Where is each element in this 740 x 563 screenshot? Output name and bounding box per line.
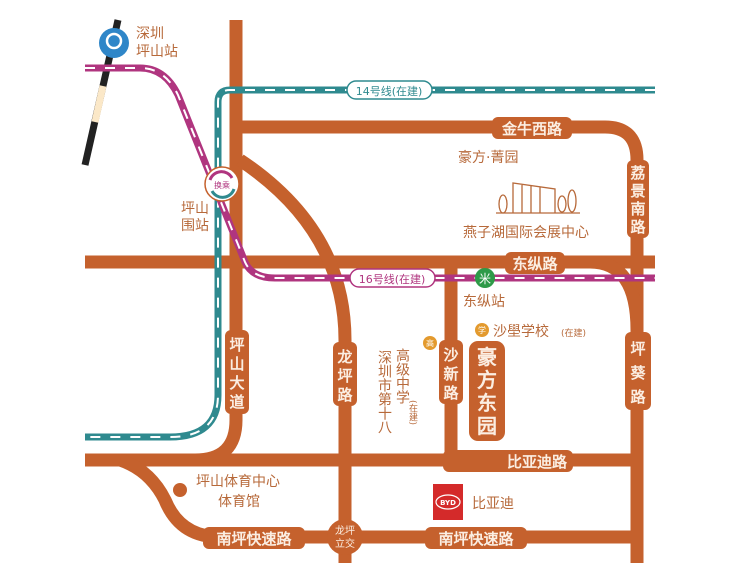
poi-high-school: 高级中学 (394, 347, 410, 404)
poi-shalei-school: 沙壆学校 (493, 323, 549, 340)
high-badge: 高 (426, 338, 434, 348)
roads (85, 20, 655, 563)
svg-text:景: 景 (630, 182, 645, 200)
school-icon (475, 323, 489, 337)
poi-sports-center: 坪山体育中心 (196, 474, 280, 490)
svg-text:荔: 荔 (630, 164, 645, 182)
svg-text:比亚迪路: 比亚迪路 (507, 453, 568, 471)
interchange-longping: 龙坪 立交 (327, 519, 363, 555)
poi-yanzihu-exhibition: 燕子湖国际会展中心 (463, 225, 589, 241)
svg-text:山: 山 (229, 355, 244, 373)
line-16-dash (85, 67, 655, 279)
line-14-label: 14号线(在建) (346, 80, 433, 100)
svg-text:园: 园 (477, 414, 497, 438)
svg-text:金牛西路: 金牛西路 (501, 120, 563, 138)
school-badge: 学 (478, 325, 486, 335)
rail-station-icon (99, 28, 129, 58)
svg-text:豪: 豪 (477, 345, 497, 369)
poi-gymnasium: 体育馆 (218, 494, 260, 510)
svg-text:16号线(在建): 16号线(在建) (359, 272, 426, 286)
transfer-arrow (208, 170, 234, 181)
station-label: 围站 (181, 218, 209, 234)
road-label-byd: 比亚迪路 (443, 450, 573, 472)
svg-text:龙: 龙 (336, 348, 352, 366)
poi-note: (在建) (561, 327, 586, 339)
station-label: 坪山 (181, 201, 209, 217)
svg-text:新: 新 (443, 365, 458, 383)
svg-text:东: 东 (477, 391, 497, 415)
rail-segment (91, 85, 107, 123)
svg-text:坪: 坪 (337, 367, 352, 385)
svg-text:路: 路 (443, 384, 459, 402)
road-label-pingkui: 坪 葵 路 (625, 332, 651, 410)
road-label-nanping-2: 南坪快速路 (425, 527, 527, 549)
svg-text:路: 路 (630, 388, 646, 406)
line-16-label: 16号线(在建) (349, 268, 436, 288)
high-school-icon (423, 336, 437, 350)
road-label-dongzong: 东纵路 (505, 252, 565, 274)
stadium-icon (173, 483, 187, 497)
svg-text:方: 方 (477, 368, 497, 392)
station-label: 坪山站 (136, 44, 178, 60)
transfer-label: 换乘 (214, 180, 230, 190)
poi-high-school: 深圳市第十八 (376, 350, 392, 434)
road-dongzong-branch (589, 255, 644, 331)
poi-note: (在建) (407, 400, 418, 425)
metro-station-icon (475, 268, 495, 288)
svg-text:沙: 沙 (443, 346, 458, 364)
metro-line-14 (85, 86, 655, 441)
svg-text:BYD: BYD (440, 499, 456, 507)
svg-text:路: 路 (337, 386, 353, 404)
road-label-lijing: 荔 景 南 路 (627, 160, 649, 238)
svg-text:路: 路 (630, 218, 646, 236)
svg-text:葵: 葵 (630, 364, 646, 382)
svg-text:坪: 坪 (229, 336, 244, 354)
exhibition-center-icon (496, 182, 580, 214)
road-label-longping: 龙 坪 路 (333, 342, 357, 406)
poi-byd: 比亚迪 (472, 496, 514, 512)
station-label-dongzong: 东纵站 (463, 294, 505, 310)
svg-text:立交: 立交 (335, 537, 355, 550)
road-label-shaxin: 沙 新 路 (439, 340, 463, 404)
svg-text:南: 南 (630, 200, 645, 218)
svg-text:道: 道 (229, 393, 244, 411)
rail-icon-glyph (105, 32, 123, 50)
transfer-arrow (210, 188, 236, 199)
road-label-jinniu: 金牛西路 (492, 117, 572, 139)
svg-text:坪: 坪 (630, 340, 645, 358)
svg-text:南坪快速路: 南坪快速路 (216, 530, 292, 548)
project-label-haofang-dongyuan: 豪 方 东 园 (469, 341, 505, 441)
metro-logo: 米 (479, 272, 491, 286)
road-label-nanping-1: 南坪快速路 (203, 527, 305, 549)
poi-haofang-jingyuan: 豪方·菁园 (458, 150, 518, 166)
svg-text:南坪快速路: 南坪快速路 (438, 530, 514, 548)
svg-text:14号线(在建): 14号线(在建) (356, 84, 423, 98)
byd-logo: BYD (433, 484, 463, 520)
svg-text:东纵路: 东纵路 (512, 255, 558, 273)
road-jinniu-lijing (236, 120, 644, 563)
road-longping (236, 154, 352, 563)
svg-text:大: 大 (229, 374, 244, 392)
station-label: 深圳 (136, 26, 164, 42)
road-label-pingshan-avenue: 坪 山 大 道 (225, 330, 249, 414)
svg-text:龙坪: 龙坪 (335, 524, 355, 537)
